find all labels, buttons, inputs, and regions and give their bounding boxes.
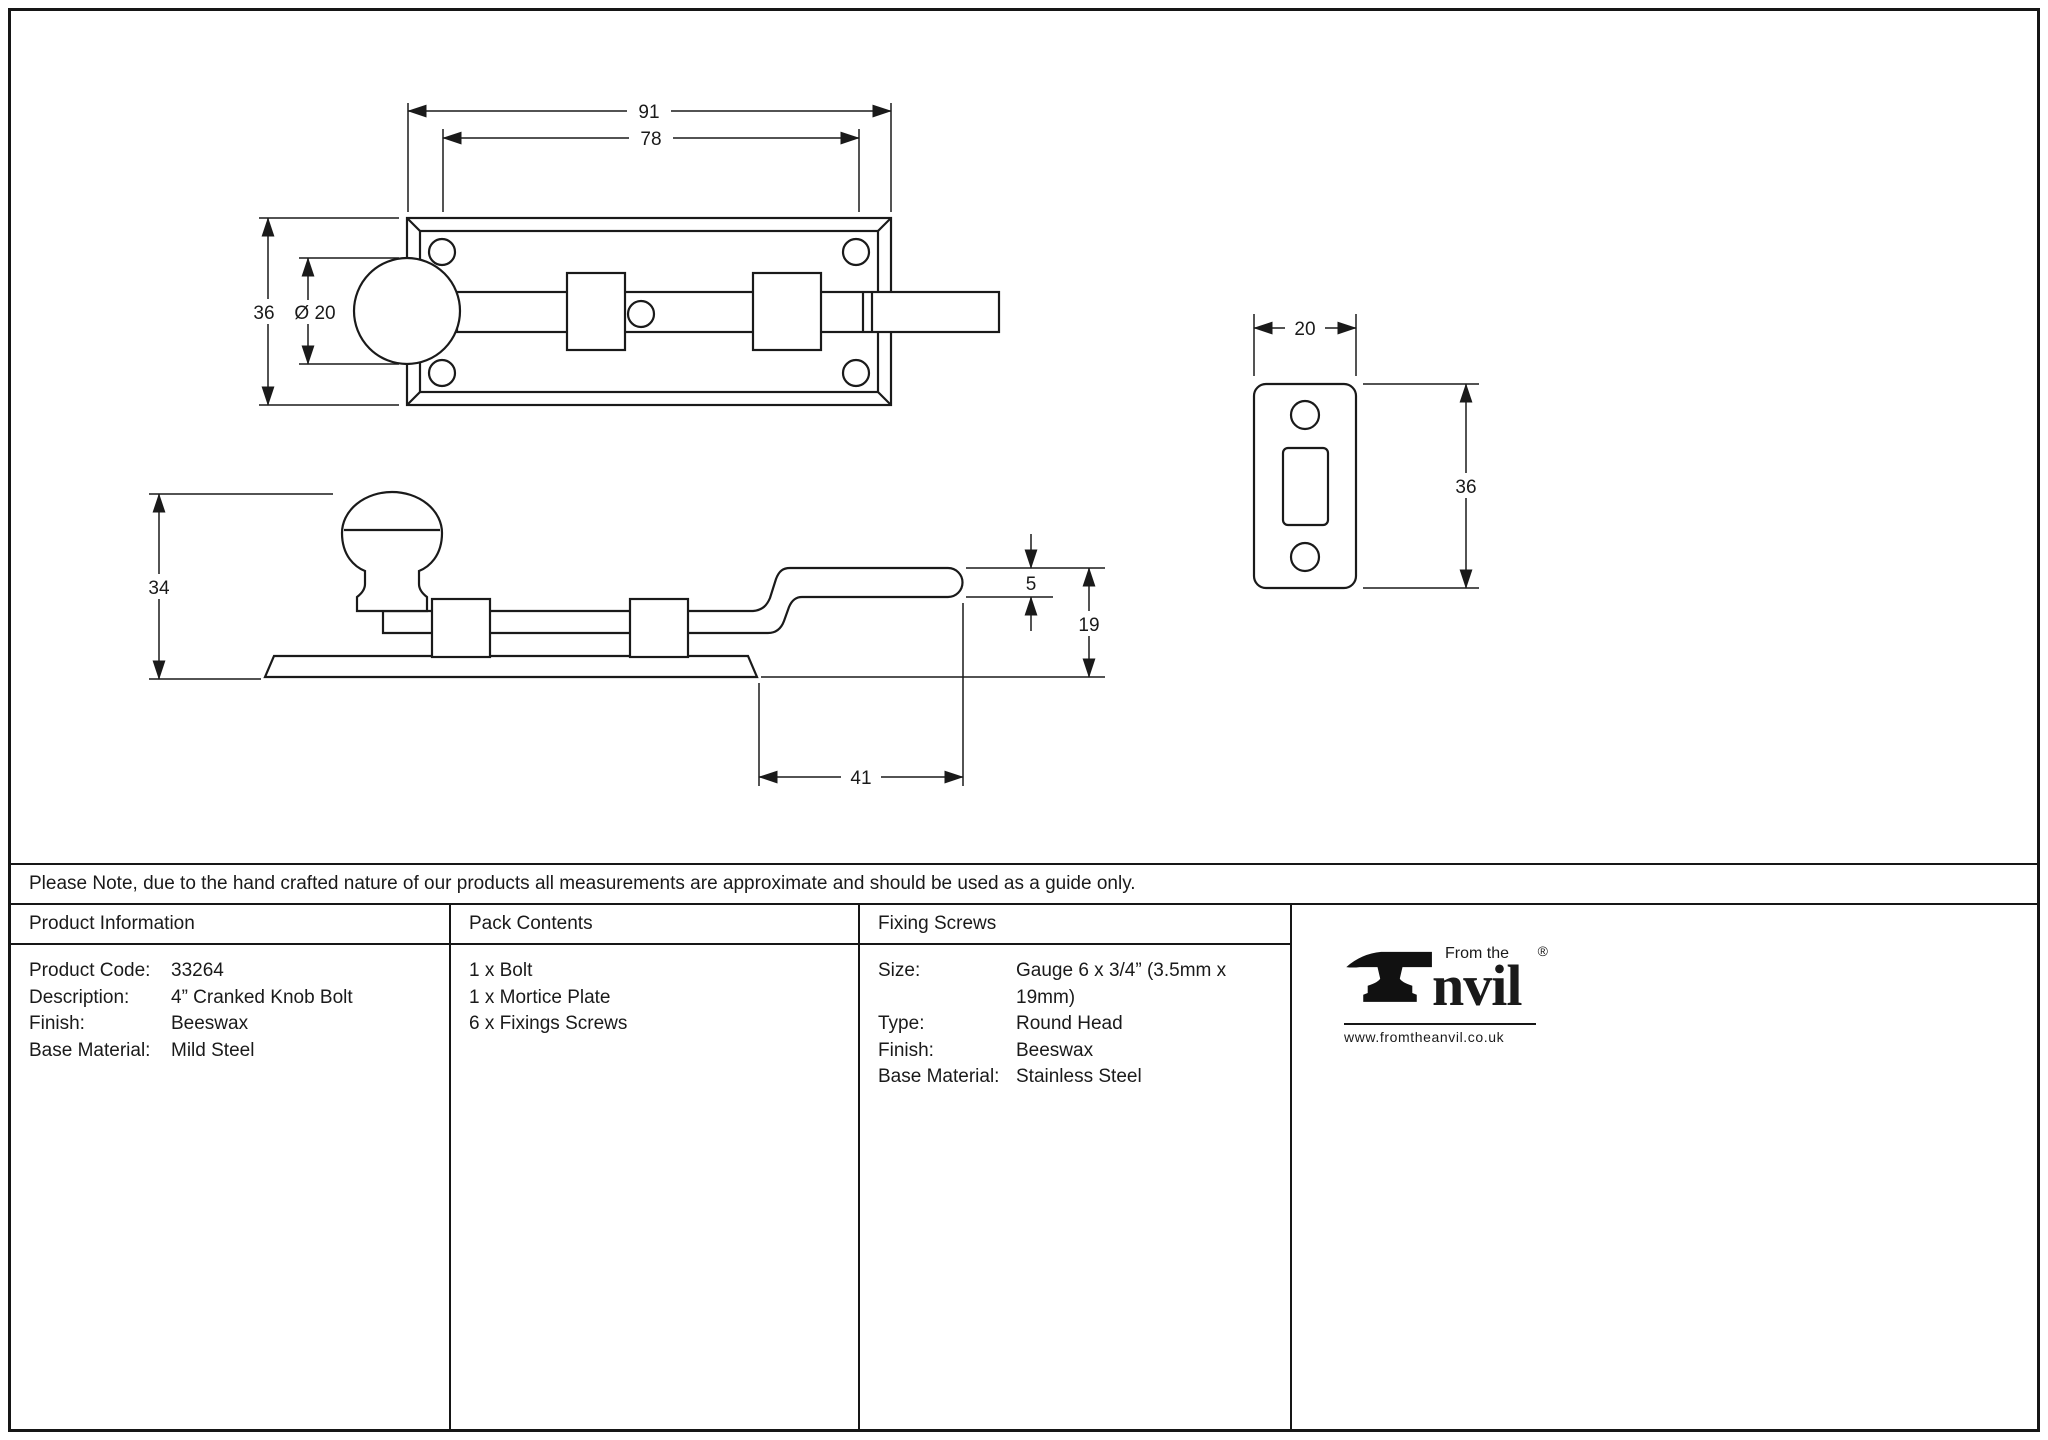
product-code-row: Product Code: 33264 (29, 958, 439, 985)
brand-name: nvil (1432, 953, 1522, 1018)
product-information-header: Product Information (11, 905, 449, 945)
note-text: Please Note, due to the hand crafted nat… (29, 873, 1136, 894)
registered-mark: ® (1537, 943, 1548, 959)
screw-material-value: Stainless Steel (1016, 1066, 1142, 1087)
screw-material-row: Base Material: Stainless Steel (878, 1064, 1280, 1091)
description-value: 4” Cranked Knob Bolt (171, 986, 353, 1008)
anvil-logo: nvil From the ® www.fromtheanvil.co.uk (1292, 905, 2037, 1045)
finish-value: Beeswax (171, 1013, 249, 1034)
dim-crank-reach: 41 (850, 768, 871, 789)
dim-arm-thickness: 5 (1026, 574, 1037, 595)
logo-tagline: From the (1445, 945, 1510, 962)
anvil-icon (1346, 951, 1432, 1002)
dim-mortice-width: 20 (1294, 319, 1315, 340)
dim-plan-inner: 78 (640, 129, 661, 150)
screw-finish-label: Finish: (878, 1039, 934, 1061)
pack-item: 6 x Fixings Screws (469, 1013, 628, 1034)
product-code-label: Product Code: (29, 960, 151, 981)
drawing-canvas: 91 78 (139, 98, 1485, 789)
screw-type-label: Type: (878, 1013, 925, 1034)
knob-plan (352, 256, 462, 366)
screw-size-label: Size: (878, 960, 921, 981)
finish-row: Finish: Beeswax (29, 1011, 439, 1038)
screw-size-value: Gauge 6 x 3/4” (3.5mm x 19mm) (1016, 960, 1227, 1008)
note-bar: Please Note, due to the hand crafted nat… (11, 863, 2037, 903)
product-information-column: Product Information Product Code: 33264 … (11, 905, 449, 1429)
logo-lockup: nvil From the ® (1344, 943, 1548, 1015)
fixing-screws-column: Fixing Screws Size: Gauge 6 x 3/4” (3.5m… (858, 905, 1290, 1429)
pack-item: 1 x Mortice Plate (469, 986, 611, 1008)
brand-column: nvil From the ® www.fromtheanvil.co.uk (1290, 905, 2037, 1429)
screw-finish-row: Finish: Beeswax (878, 1038, 1280, 1065)
spec-sheet: 91 78 (8, 8, 2040, 1432)
plan-view: 91 78 (245, 98, 1001, 407)
screw-type-row: Type: Round Head (878, 1011, 1280, 1038)
cranked-bolt-side (381, 566, 964, 635)
side-view: 34 5 (139, 490, 1108, 789)
dim-side-height: 34 (148, 578, 170, 599)
description-label: Description: (29, 986, 130, 1008)
fixing-screws-header: Fixing Screws (860, 905, 1290, 945)
screw-type-value: Round Head (1016, 1013, 1123, 1034)
knob-side (340, 490, 444, 613)
dim-knob-diameter: Ø 20 (294, 303, 335, 324)
screw-finish-value: Beeswax (1016, 1039, 1094, 1061)
mortice-plate-view: 20 36 (1252, 314, 1485, 590)
dim-plate-height: 36 (253, 303, 274, 324)
pack-item: 1 x Bolt (469, 960, 533, 981)
finish-label: Finish: (29, 1013, 85, 1034)
dim-plan-overall: 91 (638, 102, 659, 123)
product-code-value: 33264 (171, 960, 224, 981)
website-url: www.fromtheanvil.co.uk (1344, 1023, 1536, 1045)
dim-mortice-height: 36 (1455, 477, 1476, 498)
screw-material-label: Base Material: (878, 1066, 1000, 1087)
base-material-label: Base Material: (29, 1039, 151, 1061)
pack-contents-column: Pack Contents 1 x Bolt 1 x Mortice Plate… (449, 905, 858, 1429)
base-material-row: Base Material: Mild Steel (29, 1038, 439, 1065)
description-row: Description: 4” Cranked Knob Bolt (29, 985, 439, 1012)
screw-size-row: Size: Gauge 6 x 3/4” (3.5mm x 19mm) (878, 958, 1280, 1011)
info-table: Product Information Product Code: 33264 … (11, 903, 2037, 1429)
dim-crank-offset: 19 (1078, 615, 1099, 636)
technical-drawing: 91 78 (11, 11, 2037, 863)
pack-contents-header: Pack Contents (451, 905, 858, 945)
base-material-value: Mild Steel (171, 1039, 255, 1061)
